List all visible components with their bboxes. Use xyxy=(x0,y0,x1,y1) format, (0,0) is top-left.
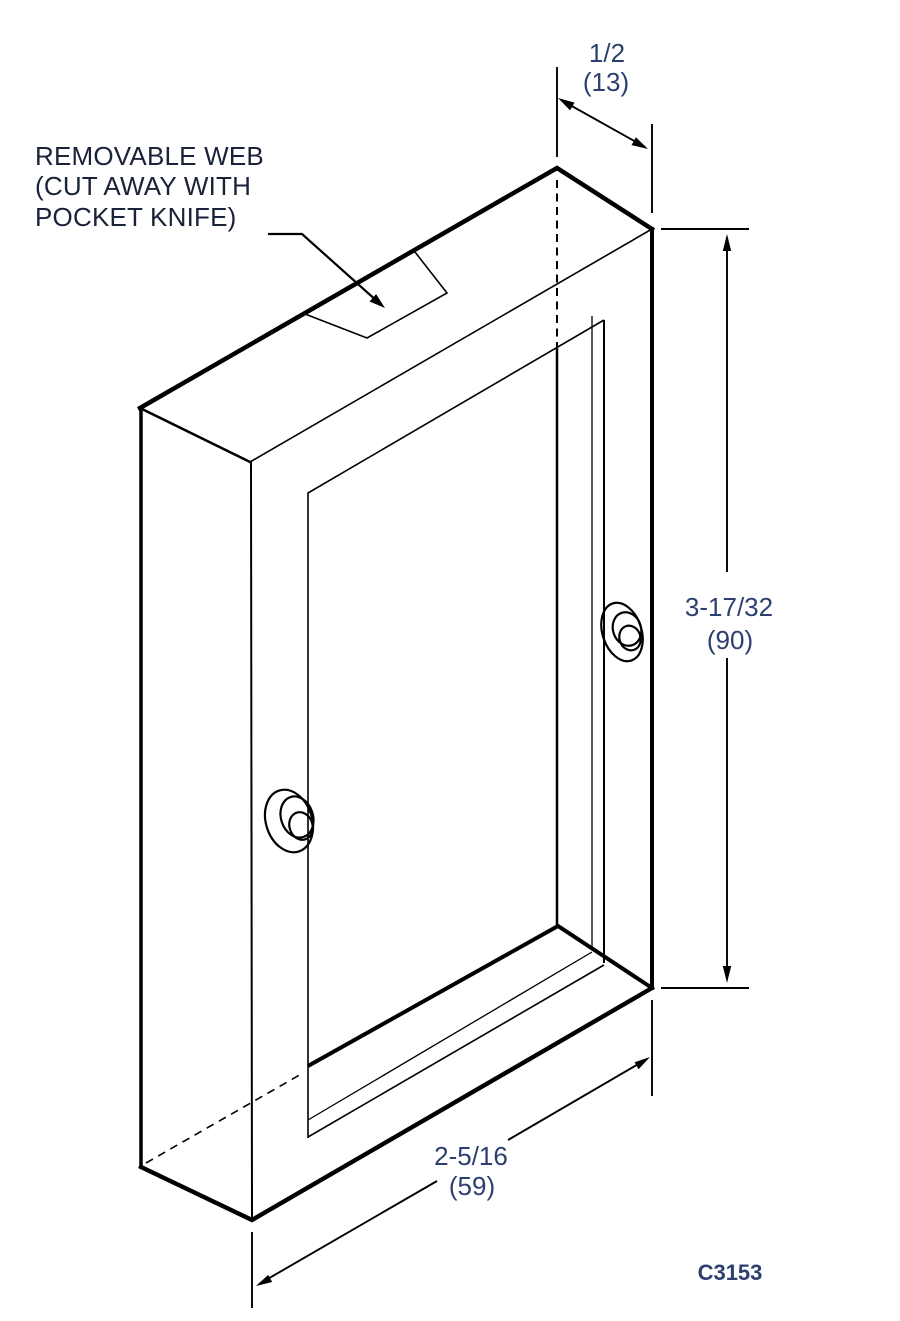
top-face-left-front-edge xyxy=(138,406,252,464)
callout-line-3: POCKET KNIFE) xyxy=(35,202,237,232)
depth-dim-line xyxy=(560,99,646,148)
depth-value-inches: 1/2 xyxy=(589,38,625,68)
opening-bottom-edge xyxy=(307,964,605,1138)
height-value-inches: 3-17/32 xyxy=(685,592,773,622)
dimension-width xyxy=(251,1000,653,1308)
removable-web-outline xyxy=(304,251,449,339)
recess-bottom-reveal-line xyxy=(307,951,593,1121)
outer-box xyxy=(136,165,656,1223)
front-opening xyxy=(307,316,654,1138)
callout-line-1: REMOVABLE WEB xyxy=(35,141,264,171)
right-screw-head xyxy=(611,611,643,647)
depth-arrowhead-right xyxy=(631,137,648,149)
width-value-mm: (59) xyxy=(449,1171,495,1201)
dimension-height xyxy=(661,228,749,989)
callout-text-block: REMOVABLE WEB (CUT AWAY WITH POCKET KNIF… xyxy=(35,141,264,232)
top-face-front-edge xyxy=(249,228,653,463)
depth-value-mm: (13) xyxy=(583,67,629,97)
callout-leader xyxy=(268,232,385,308)
height-value-mm: (90) xyxy=(707,625,753,655)
width-arrowhead-left xyxy=(256,1274,273,1286)
callout-line-2: (CUT AWAY WITH xyxy=(35,171,251,201)
opening-left-and-top-edge xyxy=(307,319,605,1138)
callout-arrowhead xyxy=(369,294,385,308)
drawing-number: C3153 xyxy=(698,1260,763,1285)
hidden-bottom-back-edge xyxy=(145,1072,304,1164)
left-screw-knob xyxy=(263,788,315,854)
right-screw-tip xyxy=(618,624,642,652)
callout-leader-line xyxy=(268,232,379,303)
left-screw-flange xyxy=(263,788,315,854)
depth-arrowhead-left xyxy=(558,98,575,111)
width-dim-line-upper xyxy=(507,1058,648,1141)
height-arrowhead-down xyxy=(722,966,732,983)
interior-bottom-edges xyxy=(307,923,654,1068)
width-value-inches: 2-5/16 xyxy=(434,1141,508,1171)
bottom-edges xyxy=(138,984,656,1223)
width-dim-line-lower xyxy=(258,1180,438,1285)
dimension-depth xyxy=(556,67,653,213)
left-screw-head xyxy=(279,795,315,839)
left-screw-tip xyxy=(288,811,314,841)
top-edges xyxy=(136,165,656,412)
height-arrowhead-up xyxy=(722,234,732,251)
front-left-vertical-edge xyxy=(250,461,253,1221)
right-screw-knob xyxy=(600,601,644,663)
width-arrowhead-right xyxy=(634,1057,650,1070)
